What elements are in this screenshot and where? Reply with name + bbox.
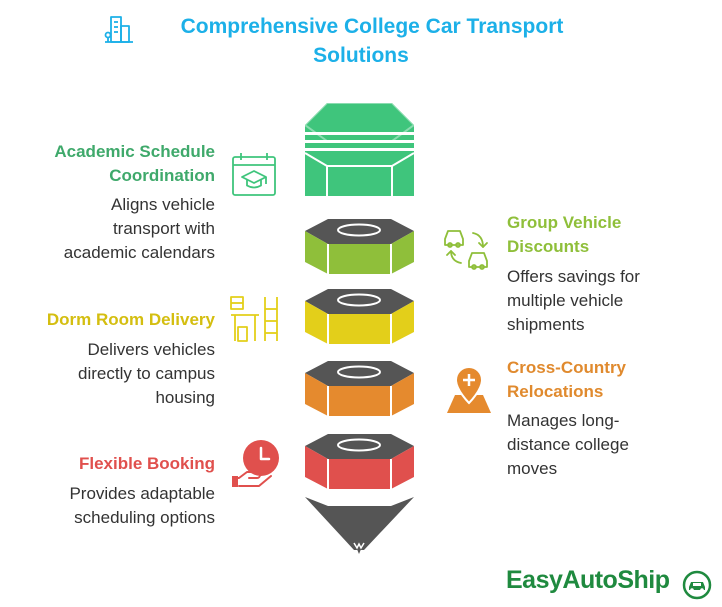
dorm-heading-line-1: Dorm Room Delivery: [46, 310, 215, 329]
dorm-block: [305, 289, 414, 344]
map-pin-icon: [447, 365, 491, 413]
flexible-text-line-1: Provides adaptable: [69, 484, 215, 503]
group-heading: Group Vehicle Discounts: [507, 211, 621, 259]
dorm-description: Delivers vehicles directly to campus hou…: [78, 338, 215, 410]
logo-text-easy: Easy: [506, 566, 563, 594]
relocation-description: Manages long- distance college moves: [507, 409, 629, 481]
city-buildings-icon: [104, 16, 133, 43]
academic-heading-line-2: Coordination: [109, 166, 215, 185]
relocation-heading-line-2: Relocations: [507, 382, 604, 401]
cars-exchange-icon: [444, 230, 488, 270]
flexible-heading: Flexible Booking: [79, 452, 215, 476]
flexible-description: Provides adaptable scheduling options: [69, 482, 215, 530]
group-heading-line-1: Group Vehicle: [507, 213, 622, 232]
dorm-text-line-1: Delivers vehicles: [87, 340, 215, 359]
dorm-furniture-icon: [230, 296, 278, 342]
logo-text-auto: Auto: [562, 566, 618, 594]
flexible-block: [305, 434, 414, 489]
relocation-heading: Cross-Country Relocations: [507, 356, 626, 404]
title-line-1: Comprehensive College Car Transport: [180, 15, 564, 38]
group-block: [305, 219, 414, 274]
academic-block: [303, 102, 416, 196]
group-text-line-2: multiple vehicle: [507, 291, 624, 310]
title-line-2: Solutions: [313, 44, 409, 67]
academic-heading: Academic Schedule Coordination: [54, 140, 215, 188]
relocation-text-line-2: distance college: [507, 435, 629, 454]
group-text-line-1: Offers savings for: [507, 267, 640, 286]
academic-text-line-3: academic calendars: [63, 243, 215, 262]
logo-text-ship: Ship: [617, 566, 670, 594]
dorm-text-line-3: housing: [155, 388, 215, 407]
pencil-tip: [305, 497, 414, 554]
academic-description: Aligns vehicle transport with academic c…: [64, 193, 215, 265]
group-description: Offers savings for multiple vehicle ship…: [507, 265, 640, 337]
easyautoship-logo: EasyAutoShip: [506, 566, 670, 595]
relocation-heading-line-1: Cross-Country: [507, 358, 627, 377]
clock-hand-icon: [232, 440, 279, 487]
relocation-text-line-3: moves: [507, 459, 558, 478]
academic-text-line-1: Aligns vehicle: [111, 195, 215, 214]
group-heading-line-2: Discounts: [507, 237, 590, 256]
car-badge-icon: [682, 570, 712, 600]
group-text-line-3: shipments: [507, 315, 585, 334]
dorm-text-line-2: directly to campus: [78, 364, 215, 383]
dorm-heading: Dorm Room Delivery: [47, 308, 215, 332]
calendar-graduation-cap-icon: [232, 153, 276, 196]
page-title: Comprehensive College Car Transport Solu…: [0, 12, 722, 70]
relocation-block: [305, 361, 414, 416]
flexible-heading-line-1: Flexible Booking: [78, 454, 215, 473]
relocation-text-line-1: Manages long-: [507, 411, 620, 430]
academic-text-line-2: transport with: [112, 219, 215, 238]
academic-heading-line-1: Academic Schedule: [54, 142, 215, 161]
flexible-text-line-2: scheduling options: [74, 508, 215, 527]
